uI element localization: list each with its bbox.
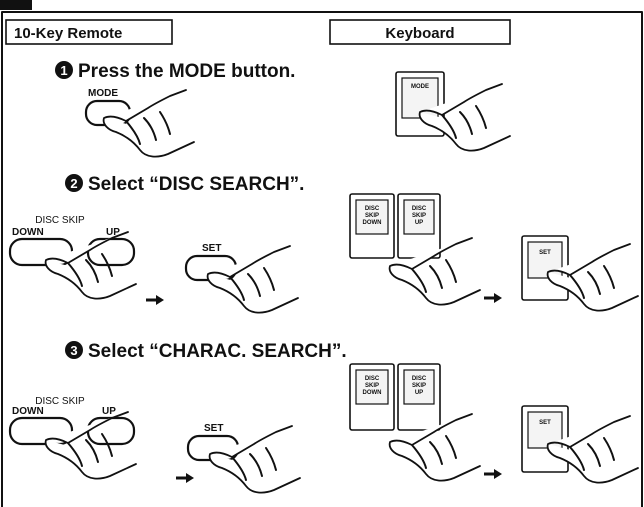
frame-border bbox=[1, 11, 643, 507]
svg-text:DOWN: DOWN bbox=[12, 227, 44, 238]
svg-text:SKIP: SKIP bbox=[412, 383, 426, 389]
right-arrow-icon bbox=[482, 467, 504, 481]
remote-disc-skip-group: DISC SKIP bbox=[35, 396, 85, 407]
step-2-heading: 2 Select “DISC SEARCH”. bbox=[65, 174, 304, 195]
svg-text:DOWN: DOWN bbox=[12, 406, 44, 417]
svg-text:SET: SET bbox=[539, 420, 551, 426]
svg-text:DOWN: DOWN bbox=[363, 220, 382, 226]
keyboard-disc-skip-up-key[interactable]: DISC SKIP UP bbox=[397, 193, 441, 259]
svg-text:3: 3 bbox=[70, 343, 77, 358]
section-tab bbox=[0, 0, 32, 10]
svg-text:UP: UP bbox=[102, 406, 116, 417]
svg-text:Select “DISC SEARCH”.: Select “DISC SEARCH”. bbox=[88, 174, 304, 195]
svg-text:SET: SET bbox=[539, 250, 551, 256]
step-1-heading: 1 Press the MODE button. bbox=[55, 61, 295, 82]
svg-text:MODE: MODE bbox=[411, 84, 429, 90]
svg-text:DISC: DISC bbox=[412, 206, 427, 212]
svg-text:DISC: DISC bbox=[365, 376, 380, 382]
svg-text:SKIP: SKIP bbox=[365, 383, 379, 389]
svg-text:UP: UP bbox=[415, 390, 423, 396]
keyboard-set-key[interactable]: SET bbox=[521, 405, 569, 473]
svg-text:DISC SKIP: DISC SKIP bbox=[35, 396, 85, 407]
svg-text:UP: UP bbox=[415, 220, 423, 226]
keyboard-disc-skip-down-key[interactable]: DISC SKIP DOWN bbox=[349, 193, 395, 259]
right-arrow-icon bbox=[144, 293, 166, 307]
svg-text:Select “CHARAC. SEARCH”.: Select “CHARAC. SEARCH”. bbox=[88, 341, 347, 362]
step-3-heading: 3 Select “CHARAC. SEARCH”. bbox=[65, 341, 347, 362]
svg-text:10-Key Remote: 10-Key Remote bbox=[14, 25, 122, 42]
keyboard-header: Keyboard bbox=[329, 19, 511, 45]
svg-text:2: 2 bbox=[70, 176, 77, 191]
svg-text:SET: SET bbox=[202, 243, 221, 254]
svg-text:Press the MODE button.: Press the MODE button. bbox=[78, 61, 295, 82]
svg-text:1: 1 bbox=[60, 63, 67, 78]
svg-text:DISC SKIP: DISC SKIP bbox=[35, 215, 85, 226]
remote-header: 10-Key Remote bbox=[5, 19, 173, 45]
right-arrow-icon bbox=[174, 471, 196, 485]
svg-text:Keyboard: Keyboard bbox=[385, 25, 454, 42]
keyboard-disc-skip-up-key[interactable]: DISC SKIP UP bbox=[397, 363, 441, 431]
svg-text:SKIP: SKIP bbox=[412, 213, 426, 219]
right-arrow-icon bbox=[482, 291, 504, 305]
svg-text:SKIP: SKIP bbox=[365, 213, 379, 219]
keyboard-disc-skip-down-key[interactable]: DISC SKIP DOWN bbox=[349, 363, 395, 431]
svg-text:DISC: DISC bbox=[365, 206, 380, 212]
svg-text:SET: SET bbox=[204, 423, 223, 434]
svg-text:MODE: MODE bbox=[88, 88, 118, 99]
svg-text:DOWN: DOWN bbox=[363, 390, 382, 396]
remote-disc-skip-group: DISC SKIP bbox=[35, 215, 85, 226]
svg-text:DISC: DISC bbox=[412, 376, 427, 382]
svg-text:UP: UP bbox=[106, 227, 120, 238]
